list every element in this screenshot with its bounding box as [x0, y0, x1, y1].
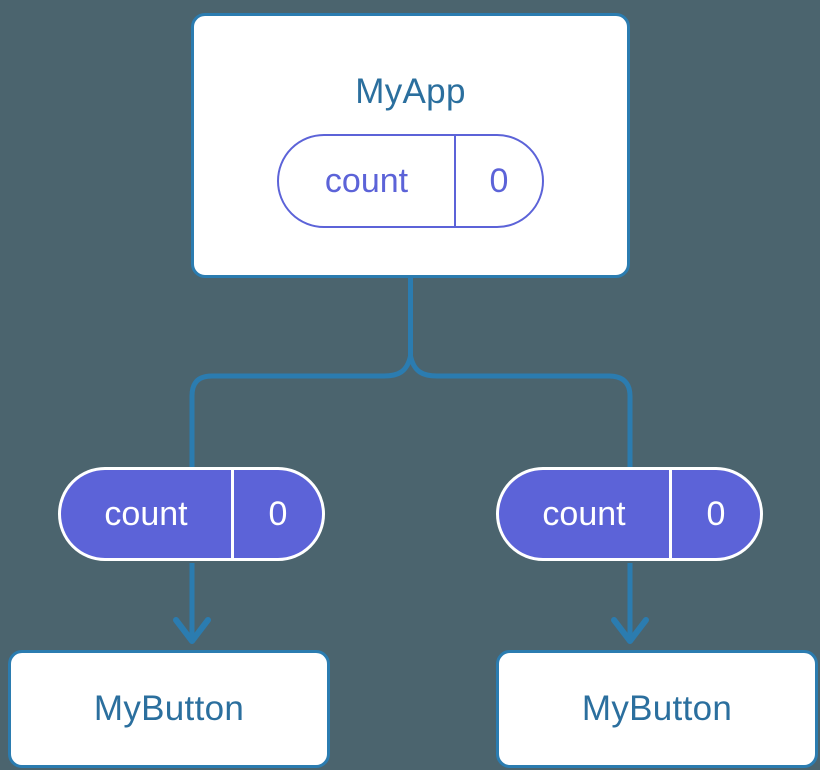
- component-card-mybutton-right[interactable]: MyButton: [496, 650, 818, 768]
- state-pill-myapp[interactable]: count 0: [277, 134, 544, 228]
- component-title-myapp: MyApp: [355, 72, 466, 111]
- props-pill-left-value: 0: [268, 494, 288, 533]
- props-arrow-left-head: [173, 617, 211, 644]
- state-pill-value: 0: [489, 161, 509, 200]
- component-title-mybutton-left: MyButton: [93, 689, 245, 728]
- props-pill-right[interactable]: count 0: [496, 467, 763, 561]
- component-title-mybutton-right: MyButton: [581, 689, 733, 728]
- props-pill-left[interactable]: count 0: [58, 467, 325, 561]
- props-pill-right-key: count: [499, 470, 672, 558]
- props-arrow-right-head: [611, 617, 649, 644]
- branch-connector-left: [189, 353, 413, 470]
- props-pill-left-key: count: [61, 470, 234, 558]
- state-pill-key: count: [279, 136, 456, 226]
- props-pill-right-value: 0: [706, 494, 726, 533]
- component-card-mybutton-left[interactable]: MyButton: [8, 650, 330, 768]
- branch-connector-right: [408, 353, 633, 470]
